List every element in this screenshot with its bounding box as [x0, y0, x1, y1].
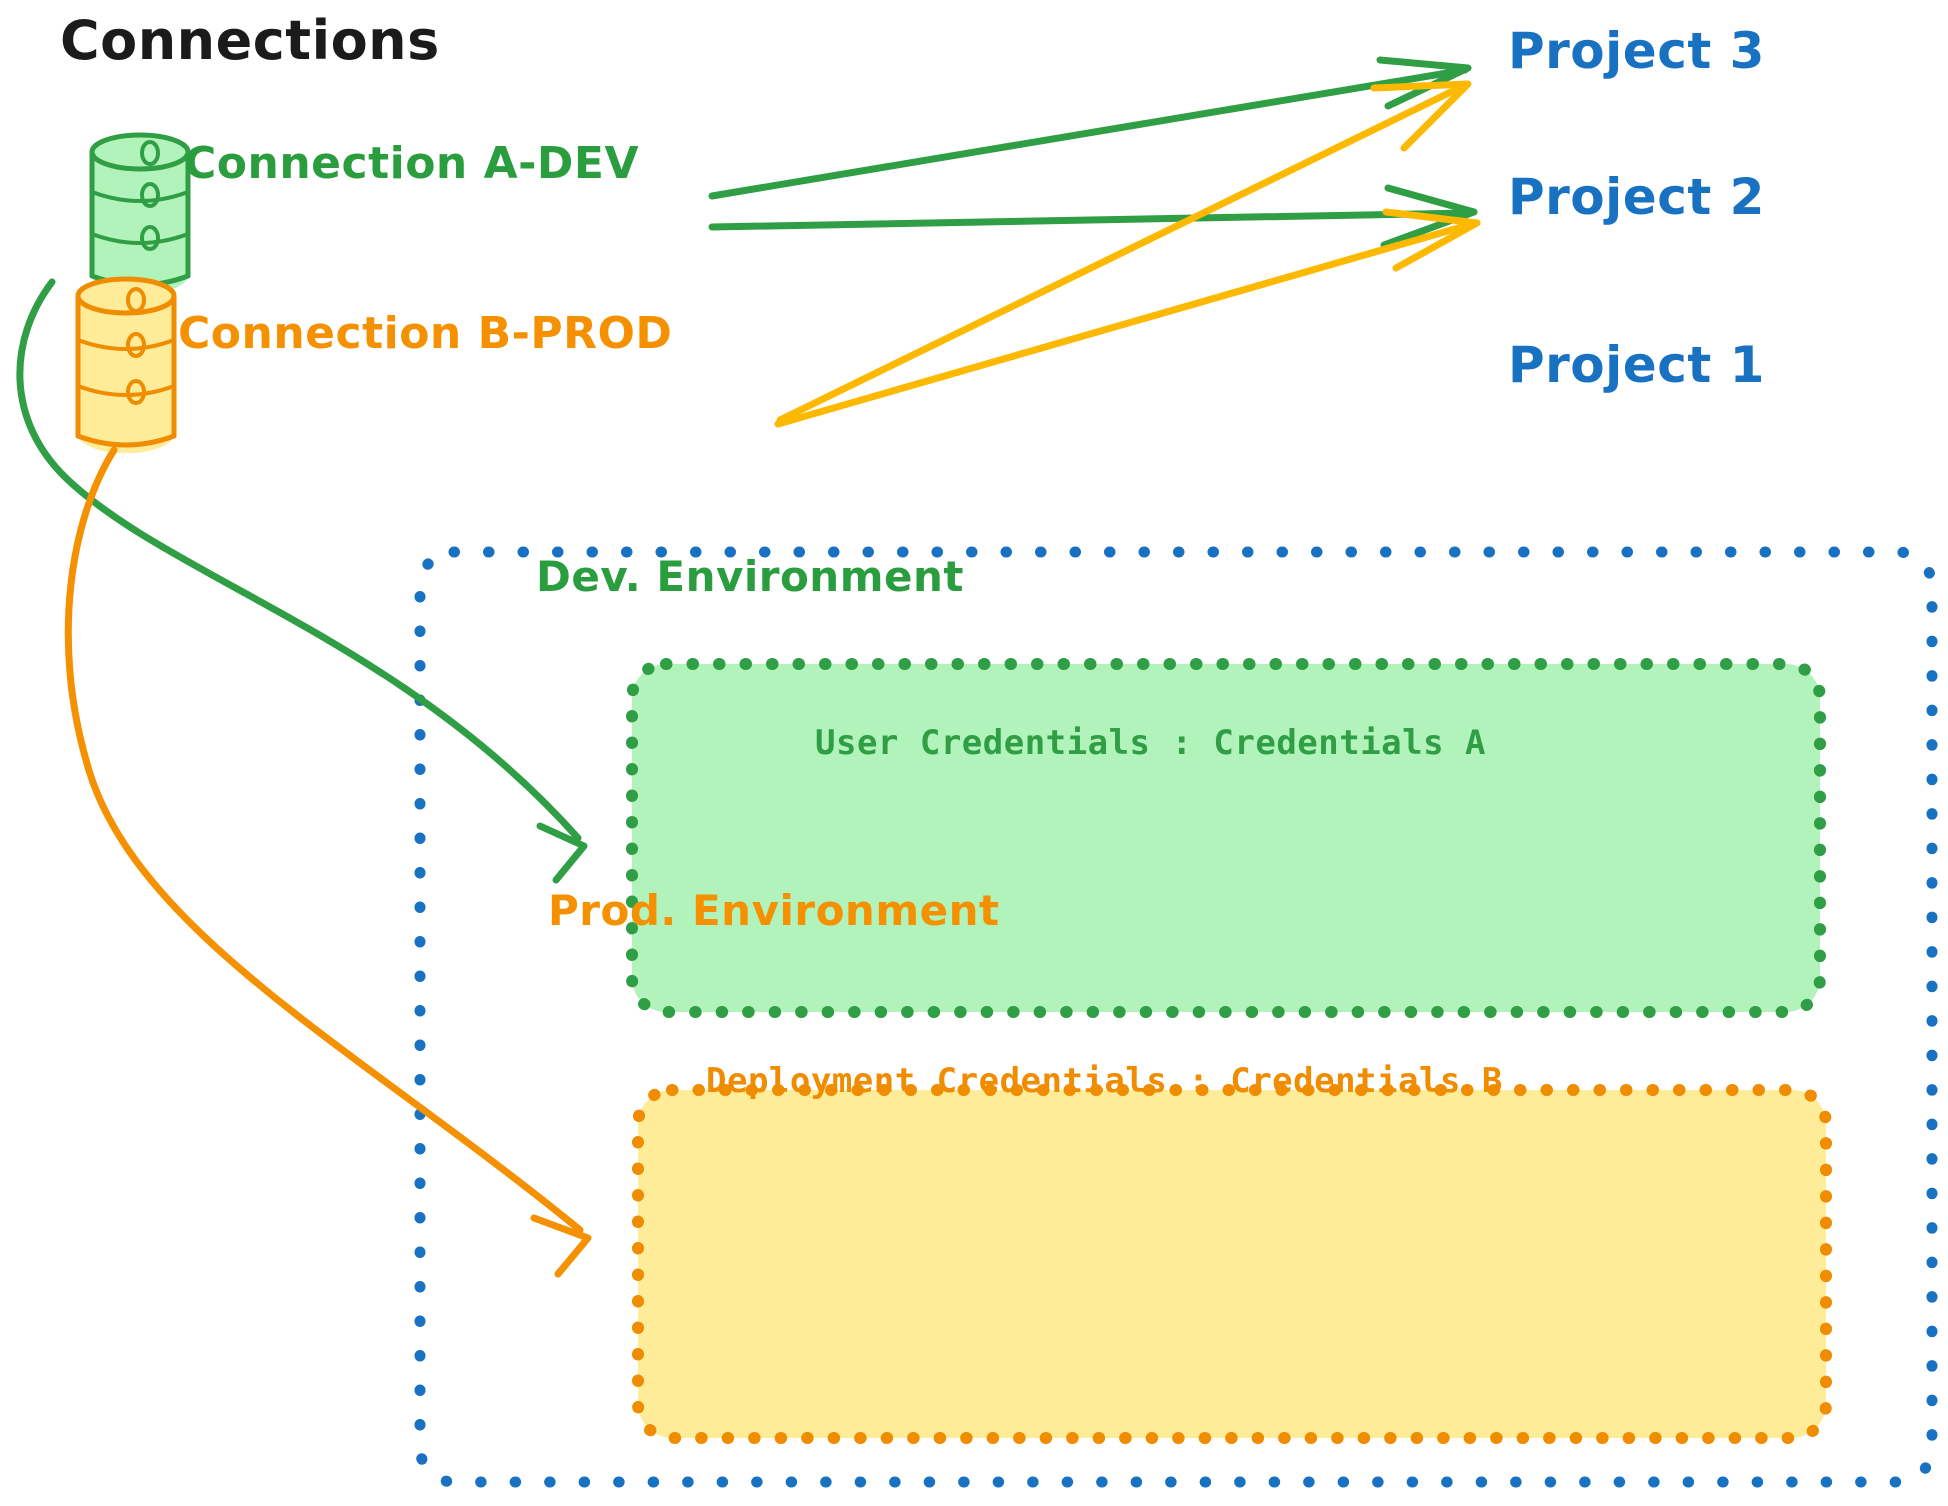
- arrow-conn-b-to-project-2: [774, 208, 1481, 428]
- arrow-conn-b-to-prod-environment: [64, 446, 592, 1278]
- project-2-label[interactable]: Project 2: [1508, 168, 1765, 226]
- dev-environment-label: Dev. Environment: [536, 552, 964, 601]
- project-1-container: [414, 546, 1938, 1488]
- arrow-conn-a-to-project-2: [708, 184, 1478, 249]
- project-1-label[interactable]: Project 1: [1508, 336, 1765, 394]
- arrow-conn-a-to-dev-environment: [16, 278, 588, 884]
- dev-environment-box: [626, 658, 1826, 1018]
- arrow-conn-a-to-project-3: [708, 56, 1472, 200]
- project-3-label[interactable]: Project 3: [1508, 22, 1765, 80]
- dev-environment-credentials: User Credentials : Credentials A: [815, 723, 1487, 763]
- prod-environment-label: Prod. Environment: [548, 886, 1000, 935]
- database-cylinder-icon-orange: [75, 276, 177, 454]
- arrow-conn-b-to-project-3: [776, 80, 1472, 424]
- page-title: Connections: [60, 9, 440, 72]
- connection-b-prod-label[interactable]: Connection B-PROD: [178, 308, 673, 359]
- database-cylinder-icon-green: [89, 132, 191, 295]
- connection-a-dev-label[interactable]: Connection A-DEV: [184, 138, 640, 189]
- prod-environment-credentials: Deployment Credentials : Credentials B: [706, 1061, 1503, 1101]
- prod-environment-box: [632, 1084, 1832, 1444]
